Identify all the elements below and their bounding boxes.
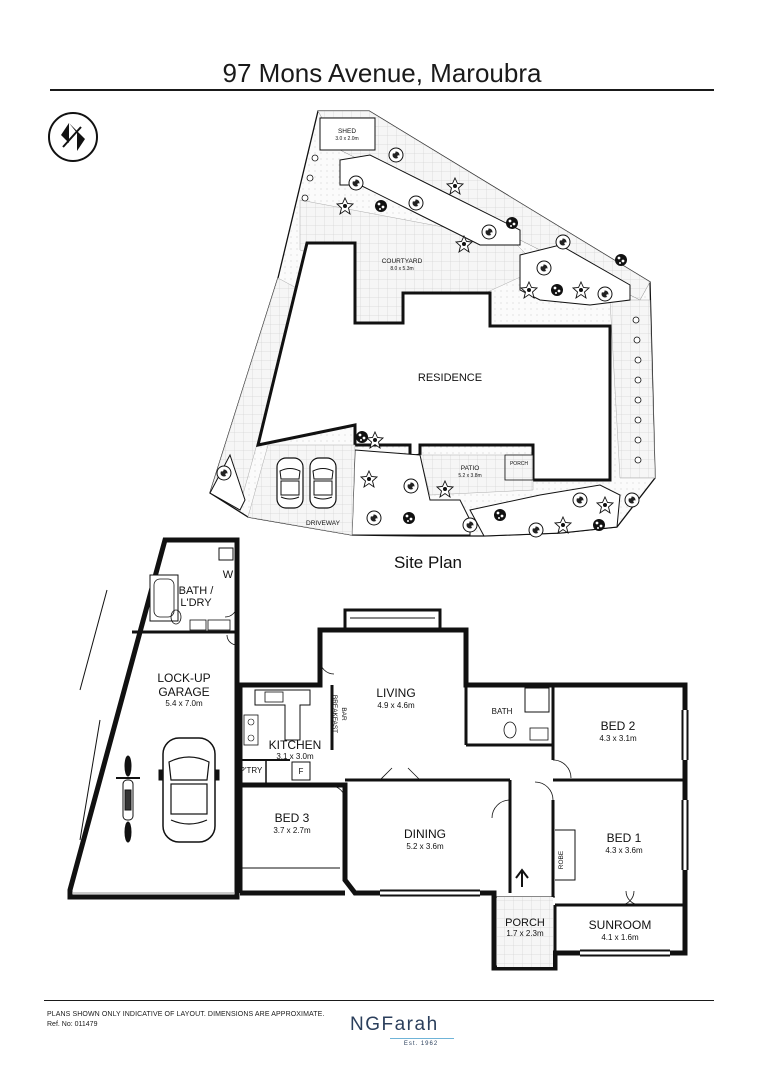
reference-number: Ref. No: 011479	[47, 1021, 98, 1028]
sunroom-label: SUNROOM	[589, 918, 652, 932]
page-title: 97 Mons Avenue, Maroubra	[222, 58, 542, 88]
header-divider	[50, 89, 714, 91]
pantry-label: P'TRY	[240, 766, 263, 775]
garden-bed-east	[519, 244, 631, 306]
living-label: LIVING	[376, 686, 415, 700]
bath-ldry-label: BATH /	[179, 585, 215, 597]
bed1-label: BED 1	[607, 831, 642, 845]
garage-label: LOCK-UP	[157, 671, 210, 685]
bath-ldry-label-2: L'DRY	[180, 597, 212, 609]
brand-underline	[390, 1038, 454, 1039]
living-dims: 4.9 x 4.6m	[377, 701, 415, 710]
breakfast-bar-label-2: BAR	[340, 707, 347, 721]
site-porch-label: PORCH	[510, 461, 528, 467]
hedge-dots	[301, 154, 642, 464]
bed3-label: BED 3	[275, 811, 310, 825]
north-arrow-icon	[48, 112, 98, 162]
kitchen-dims: 3.1 x 3.0m	[276, 752, 314, 761]
floor-plan	[67, 537, 689, 971]
brand-est: Est. 1962	[403, 1041, 439, 1047]
shed-dims: 3.0 x 2.0m	[335, 136, 358, 142]
floor-plan-labels: W BATH / L'DRY LOCK-UP GARAGE 5.4 x 7.0m…	[157, 569, 651, 942]
fridge-label: F	[299, 767, 304, 776]
bed2-label: BED 2	[601, 719, 636, 733]
footer-divider	[44, 1000, 714, 1001]
house-walls	[237, 627, 688, 971]
disclaimer-text: PLANS SHOWN ONLY INDICATIVE OF LAYOUT. D…	[47, 1011, 325, 1018]
car-icon	[309, 457, 337, 509]
sink	[218, 547, 234, 561]
site-plan: SHED 3.0 x 2.0m COURTYARD 8.0 x 5.3m RES…	[48, 110, 656, 572]
brand-logo: NGFarah	[350, 1014, 439, 1035]
courtyard-dims: 8.0 x 5.3m	[390, 266, 413, 272]
bath-label: BATH	[492, 707, 513, 716]
porch-dims: 1.7 x 2.3m	[506, 929, 544, 938]
breakfast-bar-label: BREAKFAST	[331, 695, 338, 733]
residence-label: RESIDENCE	[418, 372, 482, 384]
bed2-dims: 4.3 x 3.1m	[599, 734, 637, 743]
patio-dims: 5.2 x 3.8m	[458, 473, 481, 479]
porch-floor	[497, 897, 553, 967]
kitchen-counter	[254, 689, 311, 741]
courtyard-label: COURTYARD	[382, 258, 423, 265]
windows	[79, 589, 689, 957]
motorbike-icon	[116, 755, 140, 843]
garage-label-2: GARAGE	[158, 685, 209, 699]
entry-arrow-icon	[515, 868, 529, 887]
bed3-dims: 3.7 x 2.7m	[273, 826, 311, 835]
door-swing-icon	[224, 604, 238, 618]
car-icon	[276, 457, 304, 509]
driveway-label: DRIVEWAY	[306, 520, 341, 527]
sunroom-dims: 4.1 x 1.6m	[601, 933, 639, 942]
kitchen-label: KITCHEN	[269, 738, 322, 752]
bed1-dims: 4.3 x 3.6m	[605, 846, 643, 855]
dining-dims: 5.2 x 3.6m	[406, 842, 444, 851]
shed	[319, 117, 376, 151]
site-porch	[504, 454, 534, 481]
car-icon	[158, 737, 220, 843]
porch-label: PORCH	[505, 917, 545, 929]
w-marker: W	[223, 569, 234, 581]
door-swing-icon	[319, 659, 641, 906]
robe-label: ROBE	[558, 850, 565, 869]
shed-label: SHED	[338, 128, 356, 135]
toilet	[170, 609, 182, 625]
garage-dims: 5.4 x 7.0m	[165, 699, 203, 708]
dining-label: DINING	[404, 827, 446, 841]
site-plan-caption: Site Plan	[394, 553, 462, 572]
patio-label: PATIO	[461, 465, 480, 472]
